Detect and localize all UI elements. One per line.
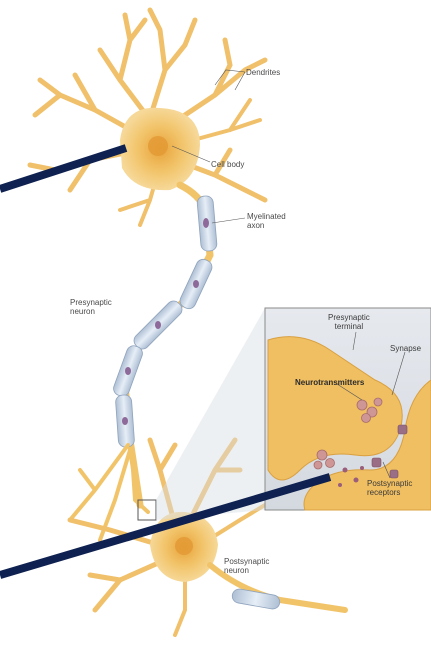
postsynaptic-nucleus (175, 537, 193, 555)
label-presynaptic-neuron-line1: Presynaptic (70, 298, 112, 307)
label-presynaptic-neuron-line2: neuron (70, 307, 112, 316)
label-presynaptic-neuron: Presynaptic neuron (70, 298, 112, 316)
label-postsynaptic-receptors-line2: receptors (367, 488, 412, 497)
label-dendrites: Dendrites (246, 68, 280, 77)
label-presynaptic-terminal-line2: terminal (328, 322, 370, 331)
label-postsynaptic-neuron-line2: neuron (224, 566, 269, 575)
zoom-projection (156, 308, 265, 520)
label-synapse: Synapse (390, 344, 421, 353)
label-myelinated-axon-line1: Myelinated (247, 212, 286, 221)
label-presynaptic-terminal-line1: Presynaptic (328, 313, 370, 322)
label-postsynaptic-neuron-line1: Postsynaptic (224, 557, 269, 566)
pointer-bar-top (0, 148, 126, 189)
label-postsynaptic-receptors-line1: Postsynaptic (367, 479, 412, 488)
label-presynaptic-terminal: Presynaptic terminal (328, 313, 370, 331)
label-myelinated-axon: Myelinated axon (247, 212, 286, 230)
label-myelinated-axon-line2: axon (247, 221, 286, 230)
label-neurotransmitters: Neurotransmitters (295, 378, 364, 387)
label-postsynaptic-neuron: Postsynaptic neuron (224, 557, 269, 575)
myelin-sheaths (112, 195, 218, 447)
label-postsynaptic-receptors: Postsynaptic receptors (367, 479, 412, 497)
presynaptic-nucleus (148, 136, 168, 156)
label-cell-body: Cell body (211, 160, 244, 169)
